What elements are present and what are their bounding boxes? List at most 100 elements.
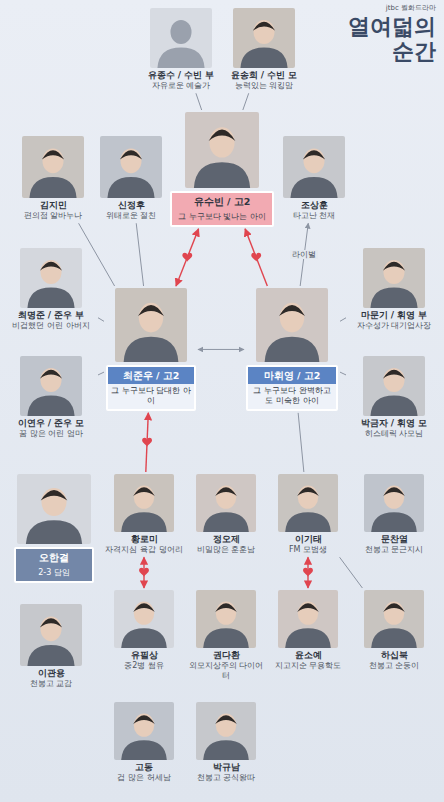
character-name: 최명준 / 준우 부	[6, 310, 96, 321]
character-card: 유필상중2병 썸유	[104, 590, 184, 671]
character-name: 최준우 / 고2	[108, 367, 194, 384]
character-card: 최준우 / 고2그 누구보다 담대한 아이	[106, 288, 196, 411]
heart-symbol	[139, 568, 149, 577]
character-description: 자격지심 육갑 덩어리	[104, 545, 184, 555]
character-name: 조상훈	[276, 200, 352, 211]
portrait-photo	[196, 474, 256, 532]
heart-symbol	[182, 253, 192, 262]
character-name: 하십북	[352, 650, 436, 661]
name-plate: 오한결2-3 담임	[14, 547, 94, 583]
character-name: 권다환	[186, 650, 266, 661]
character-card: 유수빈 / 고2그 누구보다 빛나는 아이	[170, 112, 274, 227]
portrait-photo	[256, 288, 328, 362]
character-description: 겁 많은 허세남	[104, 773, 184, 783]
character-name: 박규남	[186, 762, 266, 773]
character-card: 박금자 / 휘영 모히스테릭 사모님	[348, 356, 440, 439]
edge-label: 라이벌	[290, 250, 318, 259]
portrait-frame	[256, 288, 328, 362]
portrait-frame	[364, 590, 424, 648]
portrait-photo	[363, 248, 425, 308]
character-card: 김지민편의점 알바누나	[12, 136, 94, 221]
portrait-photo	[185, 112, 259, 188]
character-name: 윤송희 / 수빈 모	[224, 70, 304, 81]
character-name: 정오제	[186, 534, 266, 545]
portrait-frame	[150, 8, 212, 68]
portrait-photo	[17, 474, 91, 544]
character-description: 위태로운 절친	[95, 211, 167, 221]
character-description: 히스테릭 사모님	[348, 429, 440, 439]
character-description: 천봉고 공식왕따	[186, 773, 266, 783]
relation-line	[98, 372, 104, 375]
character-name: 윤소예	[268, 650, 348, 661]
character-name: 황로미	[104, 534, 184, 545]
portrait-photo	[20, 604, 82, 666]
love-line	[245, 229, 267, 286]
character-card: 이연우 / 준우 모꿈 많은 어린 엄마	[6, 356, 96, 439]
portrait-frame	[363, 248, 425, 308]
portrait-photo	[22, 136, 84, 198]
character-description: 꿈 많은 어린 엄마	[6, 429, 96, 439]
character-card: 오한결2-3 담임	[14, 474, 94, 583]
character-name: 이기태	[268, 534, 348, 545]
character-name: 유종수 / 수빈 부	[143, 70, 219, 81]
character-card: 하십북천봉고 순둥이	[352, 590, 436, 671]
name-plate: 최준우 / 고2그 누구보다 담대한 아이	[106, 365, 196, 411]
character-name: 오한결	[16, 549, 92, 566]
relation-line	[79, 223, 115, 286]
character-description: FM 모범생	[268, 545, 348, 555]
portrait-photo	[20, 356, 82, 416]
relation-line	[340, 318, 346, 322]
character-name: 고동	[104, 762, 184, 773]
love-line	[176, 229, 199, 286]
relation-line	[198, 349, 244, 350]
character-card: 신정후위태로운 절친	[95, 136, 167, 221]
character-card: 마휘영 / 고2그 누구보다 완벽하고도 미숙한 아이	[246, 288, 338, 411]
portrait-frame	[20, 356, 82, 416]
character-card: 윤송희 / 수빈 모능력있는 워킹맘	[224, 8, 304, 91]
character-description: 그 누구보다 빛나는 아이	[172, 210, 272, 225]
character-card: 고동겁 많은 허세남	[104, 702, 184, 783]
portrait-photo	[114, 590, 174, 648]
character-name: 유수빈 / 고2	[172, 193, 272, 210]
channel-label: jtbc 월화드라마	[386, 3, 436, 13]
character-description: 자유로운 예술가	[143, 81, 219, 91]
relation-line	[340, 557, 363, 588]
name-plate: 마휘영 / 고2그 누구보다 완벽하고도 미숙한 아이	[246, 365, 338, 411]
character-name: 유필상	[104, 650, 184, 661]
character-card: 문찬열천봉고 문근지시	[352, 474, 436, 555]
portrait-frame	[363, 356, 425, 416]
portrait-frame	[185, 112, 259, 188]
portrait-frame	[114, 702, 174, 760]
heart-symbol	[142, 438, 152, 447]
relation-line	[136, 223, 143, 286]
character-description: 그 누구보다 완벽하고도 미숙한 아이	[248, 384, 336, 409]
portrait-frame	[114, 590, 174, 648]
portrait-photo	[114, 474, 174, 532]
character-card: 조상훈타고난 천재	[276, 136, 352, 221]
name-plate: 유수빈 / 고2그 누구보다 빛나는 아이	[170, 191, 274, 227]
portrait-frame	[20, 248, 82, 308]
drama-title: 열여덟의 순간	[336, 14, 436, 65]
character-description: 중2병 썸유	[104, 661, 184, 671]
character-name: 문찬열	[352, 534, 436, 545]
character-description: 외모지상주의 다이어터	[186, 661, 266, 681]
character-name: 신정후	[95, 200, 167, 211]
portrait-frame	[278, 590, 338, 648]
portrait-photo	[20, 248, 82, 308]
character-description: 천봉고 교감	[10, 679, 92, 689]
portrait-frame	[17, 474, 91, 544]
character-description: 2-3 담임	[16, 566, 92, 581]
character-name: 마휘영 / 고2	[248, 367, 336, 384]
character-description: 천봉고 순둥이	[352, 661, 436, 671]
character-description: 비겁했던 어린 아버지	[6, 321, 96, 331]
character-description: 지고지순 무용학도	[268, 661, 348, 671]
portrait-frame	[196, 474, 256, 532]
character-card: 마문기 / 휘영 부자수성가 대기업사장	[348, 248, 440, 331]
portrait-photo	[150, 8, 212, 68]
relation-line	[340, 372, 346, 375]
character-name: 이연우 / 준우 모	[6, 418, 96, 429]
character-description: 비밀많은 훈훈남	[186, 545, 266, 555]
character-card: 최명준 / 준우 부비겁했던 어린 아버지	[6, 248, 96, 331]
relation-line	[243, 93, 249, 110]
